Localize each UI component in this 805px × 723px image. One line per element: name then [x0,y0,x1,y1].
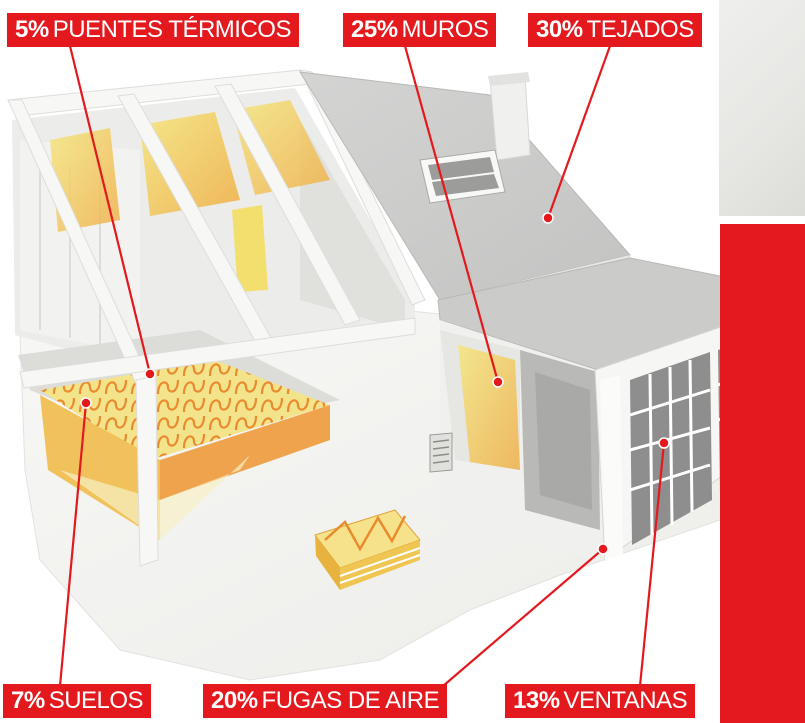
callout-dots [80,212,670,555]
label-percent: 5% [15,16,49,43]
label-percent: 30% [536,16,583,43]
label-puentes-termicos: 5%PUENTES TÉRMICOS [7,13,299,47]
leader-line-fugas [442,548,604,687]
label-percent: 25% [351,16,398,43]
label-suelos: 7%SUELOS [3,684,152,718]
label-percent: 7% [11,687,45,714]
callout-dot-puentes [144,368,156,380]
leader-line-muros [403,45,500,383]
leader-line-puentes [68,45,152,375]
label-text: SUELOS [48,687,144,714]
underfloor-heating [18,330,340,540]
side-accent-bar [720,224,805,723]
callout-dot-ventanas [658,437,670,449]
label-text: PUENTES TÉRMICOS [52,16,292,43]
side-photo-strip [719,0,805,216]
callout-dot-tejados [542,212,554,224]
callout-dot-muros [492,376,504,388]
leader-line-ventanas [638,442,666,687]
label-muros: 25%MUROS [343,13,497,47]
label-text: TEJADOS [586,16,695,43]
leader-line-tejados [546,45,612,219]
callout-lines [58,45,666,687]
label-text: FUGAS DE AIRE [261,687,440,714]
label-percent: 13% [513,687,560,714]
leader-line-suelos [58,402,88,687]
callout-dot-suelos [80,397,92,409]
label-percent: 20% [211,687,258,714]
label-text: MUROS [401,16,489,43]
label-fugas-de-aire: 20%FUGAS DE AIRE [203,684,448,718]
label-text: VENTANAS [563,687,688,714]
label-tejados: 30%TEJADOS [528,13,702,47]
insulation-package-icon [314,509,421,590]
label-ventanas: 13%VENTANAS [505,684,696,718]
callout-dot-fugas [597,543,609,555]
